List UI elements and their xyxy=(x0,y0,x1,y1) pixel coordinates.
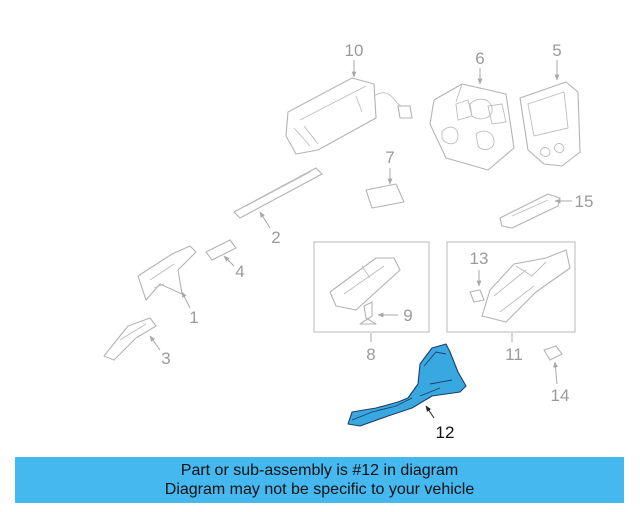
info-banner: Part or sub-assembly is #12 in diagram D… xyxy=(15,457,624,503)
part-10-airbag-module[interactable] xyxy=(285,77,413,155)
group-box-8 xyxy=(313,241,430,333)
callout-3: 3 xyxy=(161,349,170,368)
part-5-trim-bezel[interactable] xyxy=(519,81,581,167)
callout-10: 10 xyxy=(345,41,364,60)
leader-12 xyxy=(425,405,435,419)
leader-14 xyxy=(553,361,558,385)
part-12-highlighted[interactable] xyxy=(347,343,467,427)
callout-14: 14 xyxy=(551,386,570,405)
part-4-small-block[interactable] xyxy=(205,239,237,261)
part-6-center-panel[interactable] xyxy=(429,83,515,171)
callout-15: 15 xyxy=(575,192,594,211)
callout-7: 7 xyxy=(385,148,394,167)
group-box-11 xyxy=(446,241,576,333)
leader-4 xyxy=(223,255,235,267)
part-3-lower-bracket[interactable] xyxy=(103,317,157,361)
part-9-screw[interactable] xyxy=(359,301,377,325)
callout-5: 5 xyxy=(552,41,561,60)
parts-diagram: 10 6 5 7 15 2 4 xyxy=(103,41,594,442)
callout-6: 6 xyxy=(475,49,484,68)
callout-8: 8 xyxy=(366,345,375,364)
callout-1: 1 xyxy=(189,308,198,327)
banner-line-2: Diagram may not be specific to your vehi… xyxy=(164,481,475,498)
part-7-pad[interactable] xyxy=(365,183,405,209)
callout-11: 11 xyxy=(505,345,523,364)
part-8-glove-box-trim[interactable] xyxy=(329,257,401,311)
callout-13: 13 xyxy=(470,249,489,268)
part-15-clip[interactable] xyxy=(499,193,561,229)
part-11-console-trim[interactable] xyxy=(481,249,571,323)
callout-4: 4 xyxy=(235,262,244,281)
part-2-long-strip[interactable] xyxy=(233,167,323,219)
callout-2: 2 xyxy=(271,228,280,247)
leader-1 xyxy=(181,291,191,309)
part-1-side-trim[interactable] xyxy=(137,245,197,301)
part-13-fastener[interactable] xyxy=(469,289,485,303)
leader-2 xyxy=(259,211,271,229)
callout-9: 9 xyxy=(403,306,412,325)
part-14-plug[interactable] xyxy=(543,345,563,361)
leader-3 xyxy=(149,335,161,351)
banner-line-1: Part or sub-assembly is #12 in diagram xyxy=(180,462,459,479)
callout-12: 12 xyxy=(436,423,455,442)
